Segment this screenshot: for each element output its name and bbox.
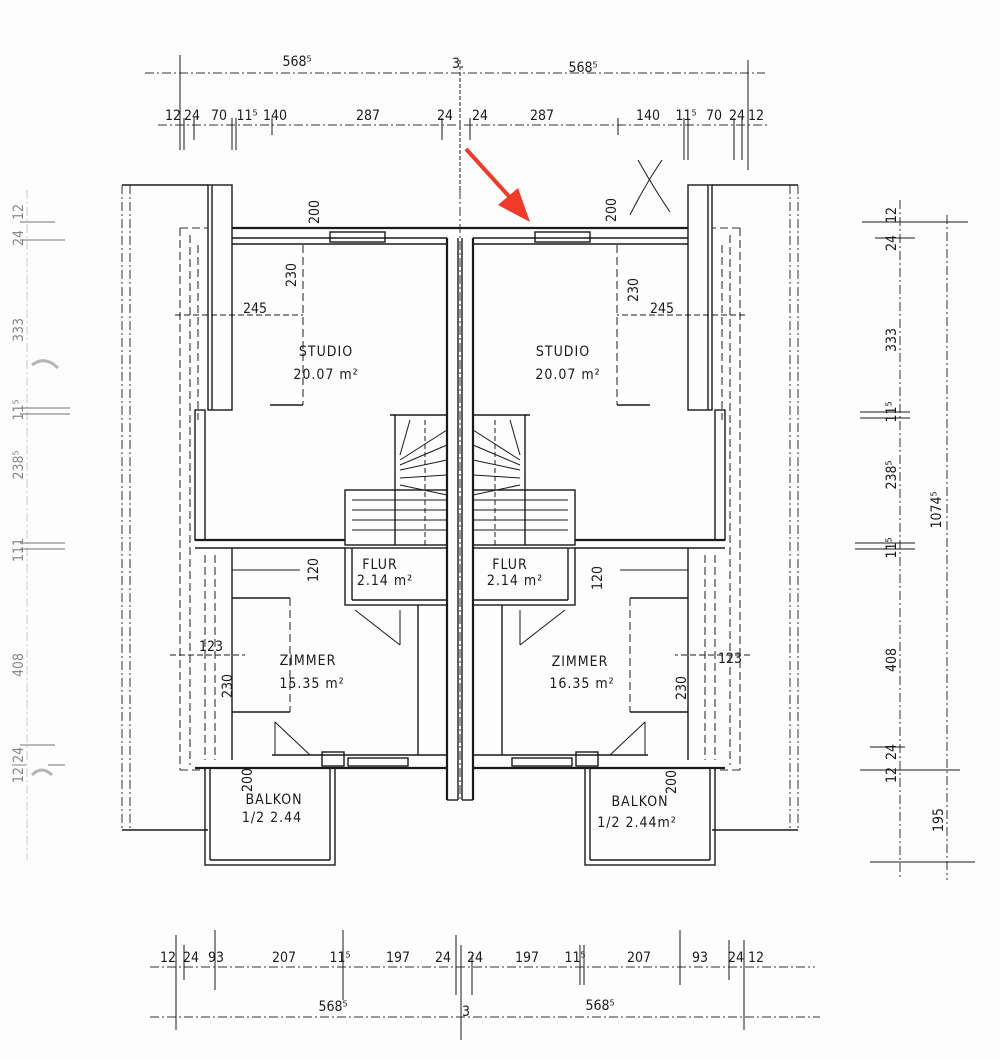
left-unit-labels: STUDIO 20.07 m² 200 230 245 FLUR 2.14 m²… bbox=[199, 200, 413, 826]
dim-label: 11⁵ bbox=[884, 401, 900, 422]
dim-label: 568⁵ bbox=[282, 54, 311, 70]
red-arrow-pointer bbox=[464, 147, 530, 222]
dim-label: 24 bbox=[728, 950, 744, 966]
dim-label: 11⁵ bbox=[329, 950, 350, 966]
top-segment-labels: 12 24 70 11⁵ 140 287 24 24 287 140 11⁵ 7… bbox=[165, 108, 764, 124]
dim-label: 120 bbox=[306, 558, 322, 582]
dim-label: 568⁵ bbox=[318, 999, 347, 1015]
dim-label: 568⁵ bbox=[585, 998, 614, 1014]
right-unit-labels: STUDIO 20.07 m² 200 230 245 FLUR 2.14 m²… bbox=[487, 198, 742, 831]
total-height-label: 1074⁵ bbox=[929, 491, 945, 528]
dim-label: 230 bbox=[220, 674, 236, 698]
dim-label: 200 bbox=[307, 200, 323, 224]
dim-label: 11⁵ bbox=[11, 399, 27, 420]
left-segment-labels: 12 24 333 11⁵ 238⁵ 111 408 12|24 bbox=[11, 204, 27, 783]
room-area-zimmer: 16.35 m² bbox=[549, 676, 614, 692]
left-dimension-lines bbox=[20, 190, 70, 860]
dim-label: 11⁵ bbox=[236, 108, 257, 124]
dim-label: 24 bbox=[184, 108, 200, 124]
dim-label: 200 bbox=[664, 770, 680, 794]
dim-label: 200 bbox=[604, 198, 620, 222]
dim-label: 111 bbox=[11, 538, 27, 562]
dim-label: 3. bbox=[452, 56, 464, 72]
dim-label: 12 bbox=[884, 207, 900, 223]
room-area-zimmer: 15.35 m² bbox=[279, 676, 344, 692]
dim-label: 12 bbox=[748, 950, 764, 966]
dim-label: 195 bbox=[931, 808, 947, 832]
room-area-flur: 2.14 m² bbox=[357, 573, 413, 589]
dim-label: 3 bbox=[462, 1004, 470, 1020]
dim-label: 11⁵ bbox=[884, 537, 900, 558]
bottom-dimension-lines bbox=[150, 930, 820, 1040]
dim-label: 11⁵ bbox=[564, 950, 585, 966]
room-area-balkon: 1/2 2.44m² bbox=[597, 815, 677, 831]
dim-label: 12 bbox=[165, 108, 181, 124]
dim-label: 24 bbox=[183, 950, 199, 966]
dim-label: 408 bbox=[884, 648, 900, 672]
room-area-flur: 2.14 m² bbox=[487, 573, 543, 589]
dim-label: 24 bbox=[11, 230, 27, 246]
room-name-flur: FLUR bbox=[362, 557, 398, 573]
dim-label: 287 bbox=[356, 108, 380, 124]
dim-label: 333 bbox=[11, 318, 27, 342]
dim-label: 93 bbox=[692, 950, 708, 966]
dim-label: 24 bbox=[437, 108, 453, 124]
dim-label: 24 bbox=[884, 744, 900, 760]
dim-label: 230 bbox=[284, 263, 300, 287]
dim-label: 12 bbox=[884, 767, 900, 783]
dim-label: 70 bbox=[211, 108, 227, 124]
room-name-zimmer: ZIMMER bbox=[280, 653, 337, 669]
x-mark bbox=[629, 159, 671, 216]
dim-label: 12 bbox=[11, 204, 27, 220]
dim-label: 120 bbox=[590, 566, 606, 590]
room-name-flur: FLUR bbox=[492, 557, 528, 573]
dim-label: 11⁵ bbox=[675, 108, 696, 124]
dim-label: 230 bbox=[626, 278, 642, 302]
dim-label: 287 bbox=[530, 108, 554, 124]
dim-label: 12 bbox=[748, 108, 764, 124]
dim-label: 197 bbox=[515, 950, 539, 966]
dim-label: 140 bbox=[636, 108, 660, 124]
dim-label: 408 bbox=[11, 653, 27, 677]
dim-label: 245 bbox=[650, 301, 674, 317]
dim-label: 207 bbox=[627, 950, 651, 966]
room-name-zimmer: ZIMMER bbox=[552, 654, 609, 670]
room-name-balkon: BALKON bbox=[245, 792, 302, 808]
dim-label: 123 bbox=[199, 639, 223, 655]
dim-label: 24 bbox=[472, 108, 488, 124]
right-segment-labels: 12 24 333 11⁵ 238⁵ 11⁵ 408 24 12 195 107… bbox=[884, 207, 947, 832]
bottom-segment-labels: 12 24 93 207 11⁵ 197 24 24 197 11⁵ 207 9… bbox=[160, 950, 764, 966]
dim-label: 70 bbox=[706, 108, 722, 124]
dim-label: 24 bbox=[467, 950, 483, 966]
dim-label: 333 bbox=[884, 328, 900, 352]
dim-label: 12 bbox=[160, 950, 176, 966]
dim-label: 12|24 bbox=[11, 747, 27, 783]
bottom-overall-labels: 568⁵ 3 568⁵ bbox=[318, 998, 614, 1020]
dim-label: 200 bbox=[240, 768, 256, 792]
room-area-studio: 20.07 m² bbox=[293, 367, 358, 383]
dim-label: 568⁵ bbox=[568, 60, 597, 76]
room-name-balkon: BALKON bbox=[611, 794, 668, 810]
room-name-studio: STUDIO bbox=[536, 344, 590, 360]
dim-label: 93 bbox=[208, 950, 224, 966]
dim-label: 123 bbox=[718, 651, 742, 667]
dim-label: 238⁵ bbox=[884, 460, 900, 489]
dim-label: 238⁵ bbox=[11, 450, 27, 479]
dim-label: 24 bbox=[729, 108, 745, 124]
dim-label: 24 bbox=[435, 950, 451, 966]
room-name-studio: STUDIO bbox=[299, 344, 353, 360]
dim-label: 24 bbox=[884, 235, 900, 251]
top-dimension-lines bbox=[145, 55, 768, 190]
room-area-studio: 20.07 m² bbox=[535, 367, 600, 383]
dim-label: 245 bbox=[243, 301, 267, 317]
room-area-balkon: 1/2 2.44 bbox=[242, 810, 302, 826]
right-dimension-lines bbox=[855, 200, 975, 880]
dim-label: 197 bbox=[386, 950, 410, 966]
dim-label: 207 bbox=[272, 950, 296, 966]
dim-label: 140 bbox=[263, 108, 287, 124]
top-overall-labels: 568⁵ 3. 568⁵ bbox=[282, 54, 597, 76]
dim-label: 230 bbox=[674, 676, 690, 700]
